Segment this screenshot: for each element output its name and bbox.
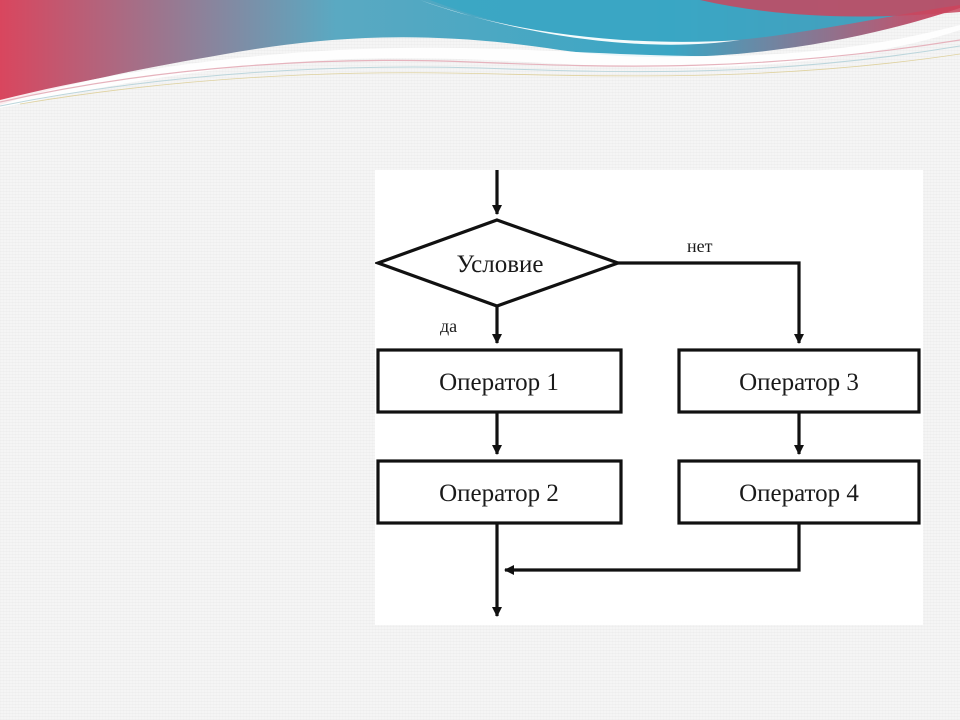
operator-1-box: [376, 348, 623, 414]
wave-thin-line: [0, 39, 960, 103]
flowchart-panel: Условие нет да Оператор 1 Оператор 2 Опе…: [375, 170, 923, 625]
header-wave-decoration: [0, 0, 960, 108]
merge-line: [504, 523, 801, 575]
no-branch-line: [618, 261, 804, 344]
wave-red-accent: [700, 0, 960, 17]
condition-label: Условие: [456, 251, 543, 278]
operator-4-box: [677, 459, 921, 525]
no-label: нет: [687, 236, 713, 256]
wave-thin-line-3: [19, 53, 960, 105]
operator-2-box: [376, 459, 623, 525]
operator-3-label: Оператор 3: [739, 369, 859, 396]
flowchart: Условие нет да Оператор 1 Оператор 2 Опе…: [375, 170, 921, 617]
operator-2-label: Оператор 2: [439, 480, 559, 507]
wave-thin-line-2: [0, 45, 960, 107]
operator-1-label: Оператор 1: [439, 369, 559, 396]
wave-white-swoosh-2: [0, 25, 960, 108]
operator-4-label: Оператор 4: [739, 480, 859, 507]
yes-label: да: [440, 316, 457, 336]
